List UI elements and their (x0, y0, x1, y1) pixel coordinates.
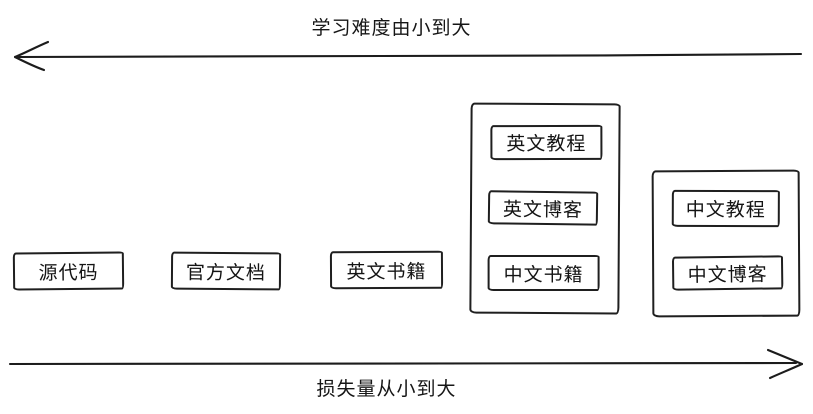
box-english-books: 英文书籍 (329, 250, 444, 290)
box-label: 中文书籍 (503, 264, 584, 286)
top-axis-arrow-left-icon (13, 40, 803, 72)
box-label: 英文博客 (502, 198, 584, 222)
arrow-line (8, 361, 798, 366)
box-chinese-blog: 中文博客 (671, 255, 784, 291)
group-box-chinese-tutorial-blog: 中文教程 中文博客 (651, 169, 801, 318)
box-official-docs: 官方文档 (170, 251, 282, 291)
arrow-head-lower (768, 362, 804, 380)
box-label: 中文教程 (685, 199, 766, 222)
arrow-head-lower (13, 55, 46, 72)
box-label: 中文博客 (687, 264, 768, 286)
bottom-axis-label: 损失量从小到大 (316, 379, 457, 400)
box-label: 官方文档 (185, 262, 267, 284)
group-box-english-and-chinese-books: 英文教程 英文博客 中文书籍 (469, 102, 621, 315)
box-label: 源代码 (38, 262, 99, 284)
arrow-head-upper (766, 348, 804, 366)
box-chinese-tutorial: 中文教程 (671, 189, 780, 228)
box-label: 英文教程 (506, 133, 587, 156)
box-english-blog: 英文博客 (487, 190, 599, 226)
arrow-head-upper (13, 40, 50, 59)
top-axis-label: 学习难度由小到大 (311, 18, 472, 39)
box-source-code: 源代码 (12, 251, 125, 291)
box-english-tutorial: 英文教程 (490, 124, 603, 161)
box-chinese-books: 中文书籍 (487, 254, 600, 292)
arrow-line (15, 52, 803, 59)
box-label: 英文书籍 (346, 261, 427, 283)
